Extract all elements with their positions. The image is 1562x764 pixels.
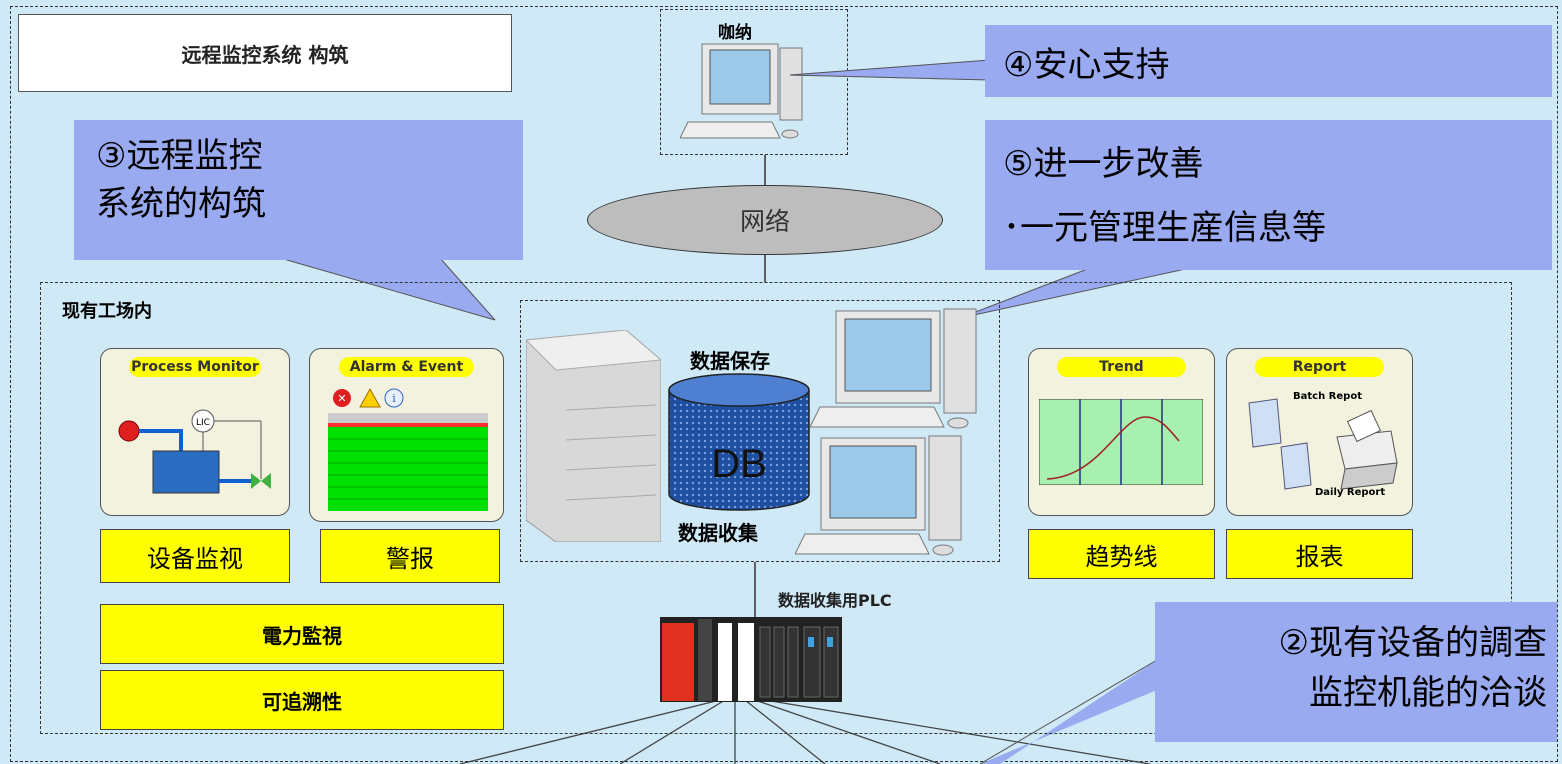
trend-line-label: 趋势线 — [1028, 529, 1215, 579]
workstation-lower-icon — [795, 435, 962, 556]
callout-investigation-line1: ②现有设备的調查 — [1278, 623, 1547, 663]
equipment-monitor-label: 设备监视 — [100, 529, 290, 583]
plc-label: 数据收集用PLC — [778, 591, 892, 610]
workstation-upper-icon — [810, 308, 977, 429]
db-text: DB — [711, 442, 767, 486]
plc-module-icon — [660, 617, 842, 702]
outer-frame — [10, 6, 1558, 762]
callout-remote-system: ③远程监控 系统的构筑 — [74, 120, 523, 260]
data-collection-label: 数据收集 — [678, 521, 758, 545]
trend-title: Trend — [1056, 357, 1187, 377]
trend-panel: Trend — [1028, 348, 1215, 516]
network-cloud: 网络 — [587, 185, 943, 255]
alarm-status-icons: ✕ i — [333, 387, 404, 408]
diagram-title: 远程监控系统 构筑 — [18, 14, 512, 92]
database-cylinder: DB — [668, 373, 810, 511]
svg-text:LIC: LIC — [196, 418, 210, 428]
alarm-list-table — [328, 413, 488, 511]
process-diagram-icon: LIC — [118, 409, 271, 494]
callout-investigation: ②现有设备的調查 监控机能的洽谈 — [1155, 602, 1557, 742]
factory-area — [40, 282, 1512, 734]
svg-text:✕: ✕ — [337, 392, 346, 405]
alarm-event-panel: Alarm & Event ✕ i — [309, 348, 504, 522]
report-printer-icon — [1248, 398, 1398, 490]
report-title: Report — [1254, 357, 1385, 377]
server-tower-icon — [526, 330, 661, 542]
process-monitor-panel: Process Monitor LIC — [100, 348, 290, 516]
process-monitor-title: Process Monitor — [129, 357, 261, 377]
callout-remote-line2: 系统的构筑 — [96, 184, 266, 224]
power-monitor-label: 電力監視 — [100, 604, 504, 664]
customer-computer-icon — [680, 43, 803, 139]
callout-improvement-line2: ･一元管理生産信息等 — [1003, 208, 1326, 248]
data-server-area — [520, 300, 1000, 562]
callout-remote-line1: ③远程监控 — [96, 136, 263, 176]
svg-text:i: i — [392, 392, 396, 405]
trend-graph — [1039, 399, 1203, 485]
callout-investigation-line2: 监控机能的洽谈 — [1309, 673, 1547, 713]
alarm-label: 警报 — [320, 529, 500, 583]
callout-improvement: ⑤进一步改善 ･一元管理生産信息等 — [985, 120, 1552, 270]
data-storage-label: 数据保存 — [690, 349, 770, 373]
customer-label: 咖纳 — [718, 23, 752, 43]
daily-report-text: Daily Report — [1315, 487, 1386, 498]
customer-box — [660, 9, 848, 155]
traceability-label: 可追溯性 — [100, 670, 504, 730]
factory-label: 现有工场内 — [62, 301, 152, 322]
batch-report-text: Batch Repot — [1293, 391, 1362, 402]
callout-improvement-line1: ⑤进一步改善 — [1003, 144, 1204, 184]
report-label: 报表 — [1226, 529, 1413, 579]
alarm-event-title: Alarm & Event — [338, 357, 475, 377]
report-panel: Report Batch Repot Daily Report — [1226, 348, 1413, 516]
callout-support: ④安心支持 — [985, 25, 1552, 97]
